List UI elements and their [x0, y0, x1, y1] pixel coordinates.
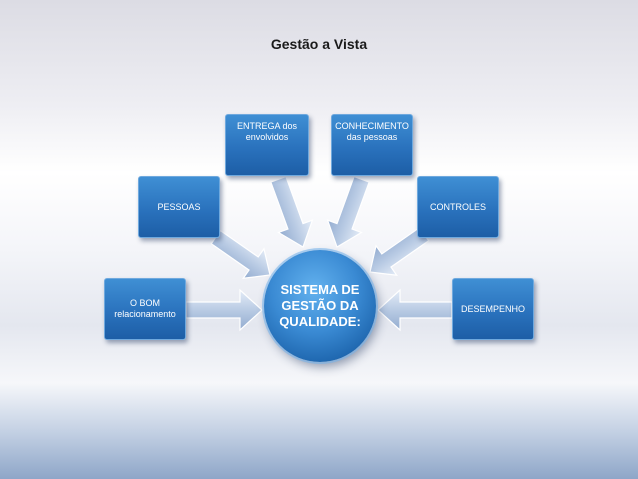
arrow-pessoas	[210, 229, 271, 280]
box-controles: CONTROLES	[417, 176, 499, 238]
slide-title: Gestão a Vista	[270, 36, 368, 52]
arrow-left	[185, 288, 263, 332]
box-entrega: ENTREGA dos envolvidos	[225, 114, 309, 176]
box-entrega-label: ENTREGA dos envolvidos	[236, 121, 298, 142]
arrow-conhecimento	[326, 175, 370, 248]
box-conhecimento-label: CONHECIMENTO das pessoas	[335, 121, 409, 142]
arrow-controles	[369, 226, 430, 277]
box-controles-label: CONTROLES	[429, 201, 486, 212]
arrow-right	[377, 288, 453, 332]
box-conhecimento: CONHECIMENTO das pessoas	[331, 114, 413, 176]
center-circle: SISTEMA DE GESTÃO DA QUALIDADE:	[264, 250, 376, 362]
box-desempenho: DESEMPENHO	[452, 278, 534, 340]
box-bom-relacionamento-label: O BOM relacionamento	[114, 298, 176, 319]
box-bom-relacionamento: O BOM relacionamento	[104, 278, 186, 340]
box-pessoas-label: PESSOAS	[157, 201, 201, 212]
box-desempenho-label: DESEMPENHO	[460, 303, 525, 314]
center-circle-label: SISTEMA DE GESTÃO DA QUALIDADE:	[279, 282, 361, 329]
arrow-entrega	[270, 175, 314, 248]
box-pessoas: PESSOAS	[138, 176, 220, 238]
